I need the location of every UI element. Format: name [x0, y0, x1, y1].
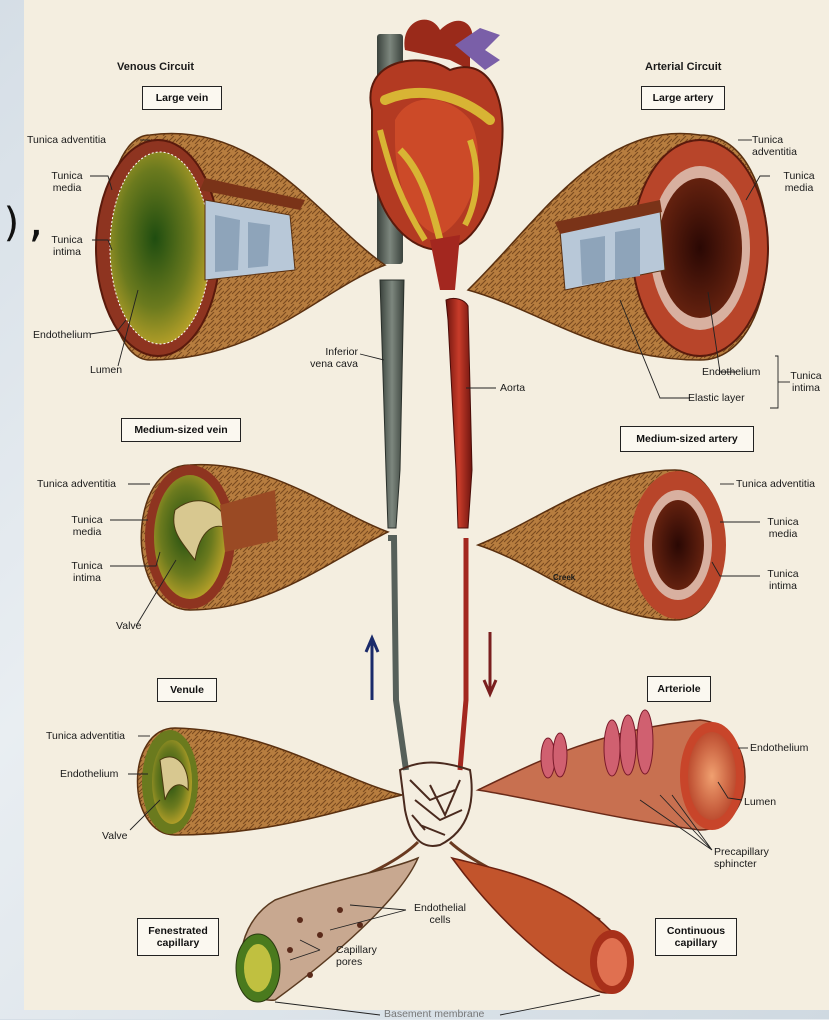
large-artery-tunica-media-label: Tunica media [776, 170, 822, 194]
capillary-pores-label: Capillary pores [336, 944, 377, 968]
large-artery-tunica-intima-label: Tunica intima [786, 370, 826, 394]
basement-membrane-label: Basement membrane [384, 1008, 484, 1020]
creek-label: Creek [553, 572, 575, 584]
venule-valve-label: Valve [102, 830, 128, 842]
medium-vein-valve-label: Valve [116, 620, 142, 632]
heart [370, 20, 502, 290]
medium-vein-tunica-media-label: Tunica media [64, 514, 110, 538]
large-vein-box: Large vein [142, 86, 222, 110]
medium-artery-tunica-media-label: Tunica media [760, 516, 806, 540]
precapillary-sphincter-label: Precapillary sphincter [714, 846, 769, 870]
aorta-trunk [446, 298, 472, 770]
large-artery [468, 133, 768, 360]
medium-vein-tunica-intima-label: Tunica intima [64, 560, 110, 584]
venule-tunica-adventitia-label: Tunica adventitia [46, 730, 125, 742]
large-vein-tunica-adventitia-label: Tunica adventitia [27, 134, 106, 146]
medium-artery-tunica-adventitia-label: Tunica adventitia [736, 478, 815, 490]
venule-endothelium-label: Endothelium [60, 768, 118, 780]
large-artery-elastic-layer-label: Elastic layer [688, 392, 745, 404]
medium-artery-box: Medium-sized artery [620, 426, 754, 452]
endothelial-cells-label: Endothelial cells [410, 902, 470, 926]
large-vein-tunica-intima-label: Tunica intima [44, 234, 90, 258]
large-artery-tunica-adventitia-label: Tunica adventitia [752, 134, 829, 158]
fenestrated-capillary-box: Fenestrated capillary [137, 918, 219, 956]
medium-sized-artery [478, 470, 726, 620]
venule-box: Venule [157, 678, 217, 702]
down-arrow-icon [484, 632, 496, 694]
inferior-vena-cava-label: Inferior vena cava [296, 346, 358, 370]
medium-vein-box: Medium-sized vein [121, 418, 241, 442]
arteriole-endothelium-label: Endothelium [750, 742, 808, 754]
aorta-label: Aorta [500, 382, 525, 394]
arteriole-box: Arteriole [647, 676, 711, 702]
continuous-capillary-box: Continuous capillary [655, 918, 737, 956]
continuous-capillary [452, 858, 634, 994]
venous-circuit-title: Venous Circuit [117, 61, 194, 73]
up-arrow-icon [366, 638, 378, 700]
large-vein [96, 133, 385, 360]
large-vein-tunica-media-label: Tunica media [44, 170, 90, 194]
arteriole [478, 710, 745, 830]
inferior-vena-cava-trunk [380, 280, 406, 770]
large-vein-endothelium-label: Endothelium [33, 329, 91, 341]
fenestrated-capillary [236, 858, 418, 1002]
large-artery-endothelium-label: Endothelium [702, 366, 760, 378]
large-vein-lumen-label: Lumen [90, 364, 122, 376]
arterial-circuit-title: Arterial Circuit [645, 61, 721, 73]
medium-sized-vein [141, 465, 388, 610]
medium-vein-tunica-adventitia-label: Tunica adventitia [37, 478, 116, 490]
medium-artery-tunica-intima-label: Tunica intima [760, 568, 806, 592]
venule [138, 728, 403, 835]
arteriole-lumen-label: Lumen [744, 796, 776, 808]
large-artery-box: Large artery [641, 86, 725, 110]
